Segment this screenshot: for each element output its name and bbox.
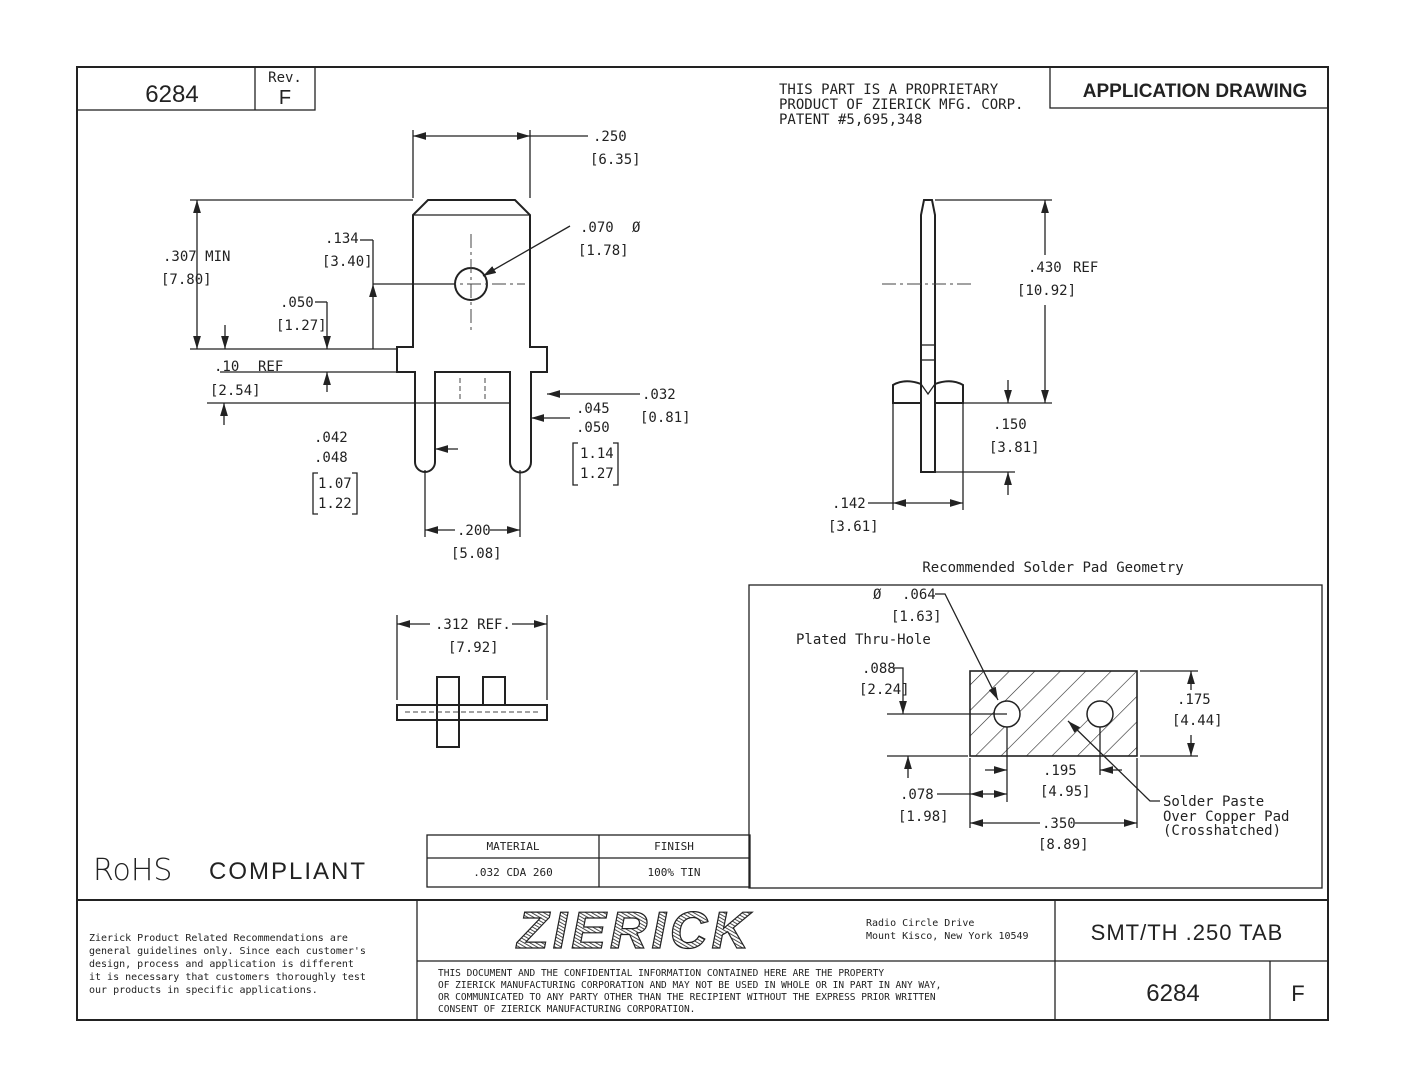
dim-leg-mm-b: 1.22 [318, 496, 352, 512]
dim-leg-in-b: .048 [314, 450, 348, 466]
solder-pad-geometry: Recommended Solder Pad Geometry Ø .064 [… [748, 560, 1323, 889]
bottom-view: .312 REF. [7.92] [396, 615, 548, 748]
dim-width-in: .250 [593, 129, 627, 145]
confidential-line: OR COMMUNICATED TO ANY PARTY OTHER THAN … [438, 992, 936, 1003]
dim-pitch-in: .195 [1043, 763, 1077, 779]
material-table: MATERIAL FINISH .032 CDA 260 100% TIN [426, 834, 751, 888]
dim-hole-dia-mm: [1.78] [578, 243, 629, 259]
dim-slot-in-a: .045 [576, 401, 610, 417]
compliant-label: COMPLIANT [209, 858, 367, 885]
dim-ref-in: .10 [214, 359, 239, 375]
part-number: 6284 [145, 81, 198, 108]
dim-width-in: .142 [832, 496, 866, 512]
dim-flange-mm: [1.27] [276, 318, 327, 334]
material-value: .032 CDA 260 [473, 866, 552, 879]
dia-symbol: Ø [632, 220, 641, 236]
dim-width-mm: [6.35] [590, 152, 641, 168]
proprietary-line: PRODUCT OF ZIERICK MFG. CORP. [779, 97, 1023, 113]
disclaimer-line: it is necessary that customers thoroughl… [89, 972, 366, 983]
dim-slot-mm-a: 1.14 [580, 446, 614, 462]
plated-thru-hole-label: Plated Thru-Hole [796, 632, 931, 648]
dim-pitch-mm: [5.08] [451, 546, 502, 562]
dim-width-in: .312 REF. [435, 617, 511, 633]
address-line: Mount Kisco, New York 10549 [866, 931, 1029, 942]
paste-label: Over Copper Pad [1163, 809, 1289, 825]
dim-slot-mm-b: 1.27 [580, 466, 614, 482]
dim-width-mm: [3.61] [828, 519, 879, 535]
proprietary-line: THIS PART IS A PROPRIETARY [779, 82, 999, 98]
dim-hole-dia-in: .070 [580, 220, 614, 236]
part-description: SMT/TH .250 TAB [1091, 920, 1284, 945]
dim-height-in: .307 MIN [163, 249, 230, 265]
disclaimer-line: our products in specific applications. [89, 985, 318, 996]
title-part-number: 6284 [1146, 980, 1199, 1007]
dim-leg-mm-a: 1.07 [318, 476, 352, 492]
dim-height-ref: REF [1073, 260, 1098, 276]
dim-flange-in: .050 [280, 295, 314, 311]
dim-width-mm: [7.92] [448, 640, 499, 656]
dim-slot-in-b: .050 [576, 420, 610, 436]
dim-thick-mm: [0.81] [640, 410, 691, 426]
title-rev: F [1291, 981, 1304, 1006]
header-block: 6284 Rev. F THIS PART IS A PROPRIETARY P… [76, 66, 1329, 128]
finish-value: 100% TIN [648, 866, 701, 879]
dim-pitch-in: .200 [457, 523, 491, 539]
rev-value: F [279, 87, 291, 109]
disclaimer-line: general guidelines only. Since each cust… [89, 946, 366, 957]
front-view: .250 [6.35] .307 MIN [7.80] .134 [3.40] … [161, 129, 691, 562]
dim-hole-pos-mm: [3.40] [322, 254, 373, 270]
dim-lead-mm: [3.81] [989, 440, 1040, 456]
doc-type: APPLICATION DRAWING [1083, 81, 1307, 102]
dim-hole-in: .064 [902, 587, 936, 603]
dim-width-mm: [8.89] [1038, 837, 1089, 853]
dim-hole-mm: [1.63] [891, 609, 942, 625]
dim-thick-in: .032 [642, 387, 676, 403]
dia-symbol: Ø [873, 587, 882, 603]
dim-offset-in: .088 [862, 661, 896, 677]
dim-offset-mm: [2.24] [859, 682, 910, 698]
dim-leg-in-a: .042 [314, 430, 348, 446]
dim-lead-in: .150 [993, 417, 1027, 433]
title-block: Zierick Product Related Recommendations … [77, 899, 1328, 1020]
side-view: .430 REF [10.92] .150 [3.81] .142 [3.61] [828, 199, 1098, 535]
dim-width-in: .350 [1042, 816, 1076, 832]
paste-label: (Crosshatched) [1163, 823, 1281, 839]
dim-height-mm: [7.80] [161, 272, 212, 288]
disclaimer-line: design, process and application is diffe… [89, 959, 354, 970]
dim-pitch-mm: [4.95] [1040, 784, 1091, 800]
dim-edge-mm: [1.98] [898, 809, 949, 825]
dim-height-in: .430 [1028, 260, 1062, 276]
proprietary-line: PATENT #5,695,348 [779, 112, 922, 128]
finish-header: FINISH [654, 840, 694, 853]
address-line: Radio Circle Drive [866, 918, 974, 929]
dim-ref-mm: [2.54] [210, 383, 261, 399]
sheet-border [76, 66, 1329, 1021]
dim-hole-pos-in: .134 [325, 231, 359, 247]
dim-height-mm: [10.92] [1017, 283, 1076, 299]
paste-label: Solder Paste [1163, 794, 1264, 810]
material-header: MATERIAL [487, 840, 540, 853]
confidential-line: THIS DOCUMENT AND THE CONFIDENTIAL INFOR… [438, 968, 884, 979]
dim-edge-in: .078 [900, 787, 934, 803]
zierick-logo: ZIERICK [515, 902, 753, 960]
solder-pad-title: Recommended Solder Pad Geometry [922, 560, 1183, 576]
disclaimer-line: Zierick Product Related Recommendations … [89, 933, 348, 944]
dim-height-in: .175 [1177, 692, 1211, 708]
confidential-line: OF ZIERICK MANUFACTURING CORPORATION AND… [438, 980, 941, 991]
rohs-label: RoHS [93, 853, 172, 888]
dim-ref-label: REF [258, 359, 283, 375]
rev-label: Rev. [268, 70, 302, 86]
dim-height-mm: [4.44] [1172, 713, 1223, 729]
confidential-line: CONSENT OF ZIERICK MANUFACTURING CORPORA… [438, 1004, 695, 1015]
